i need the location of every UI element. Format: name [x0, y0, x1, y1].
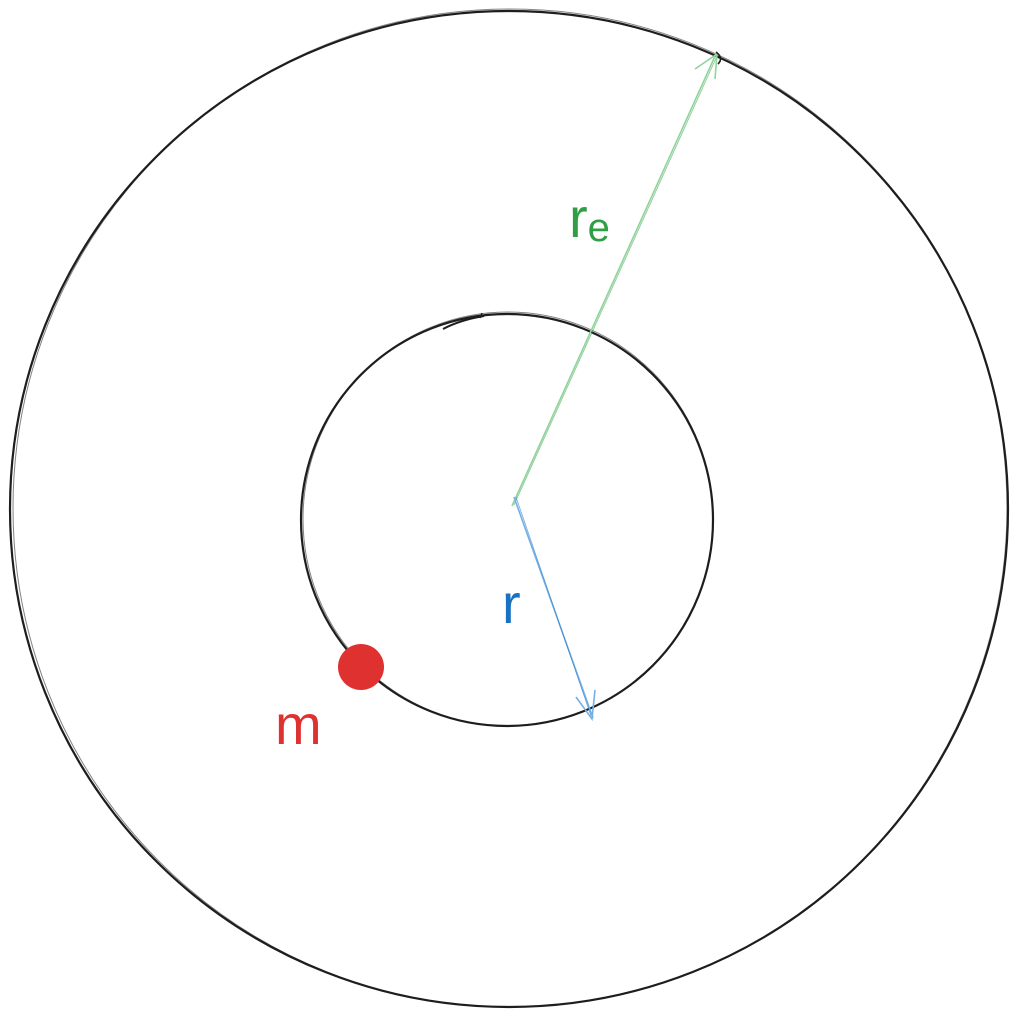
outer-radius-label-base: r	[569, 186, 588, 249]
mass-label: m	[275, 693, 322, 756]
inner-circle	[299, 311, 715, 728]
outer-circle	[8, 8, 1010, 1009]
inner-radius-label: r	[502, 572, 521, 635]
mass-point	[338, 644, 384, 690]
inner-radius-arrow	[513, 496, 596, 722]
outer-radius-arrow	[511, 51, 722, 507]
outer-radius-label-subscript: e	[588, 206, 610, 250]
outer-radius-label: re	[569, 186, 610, 250]
